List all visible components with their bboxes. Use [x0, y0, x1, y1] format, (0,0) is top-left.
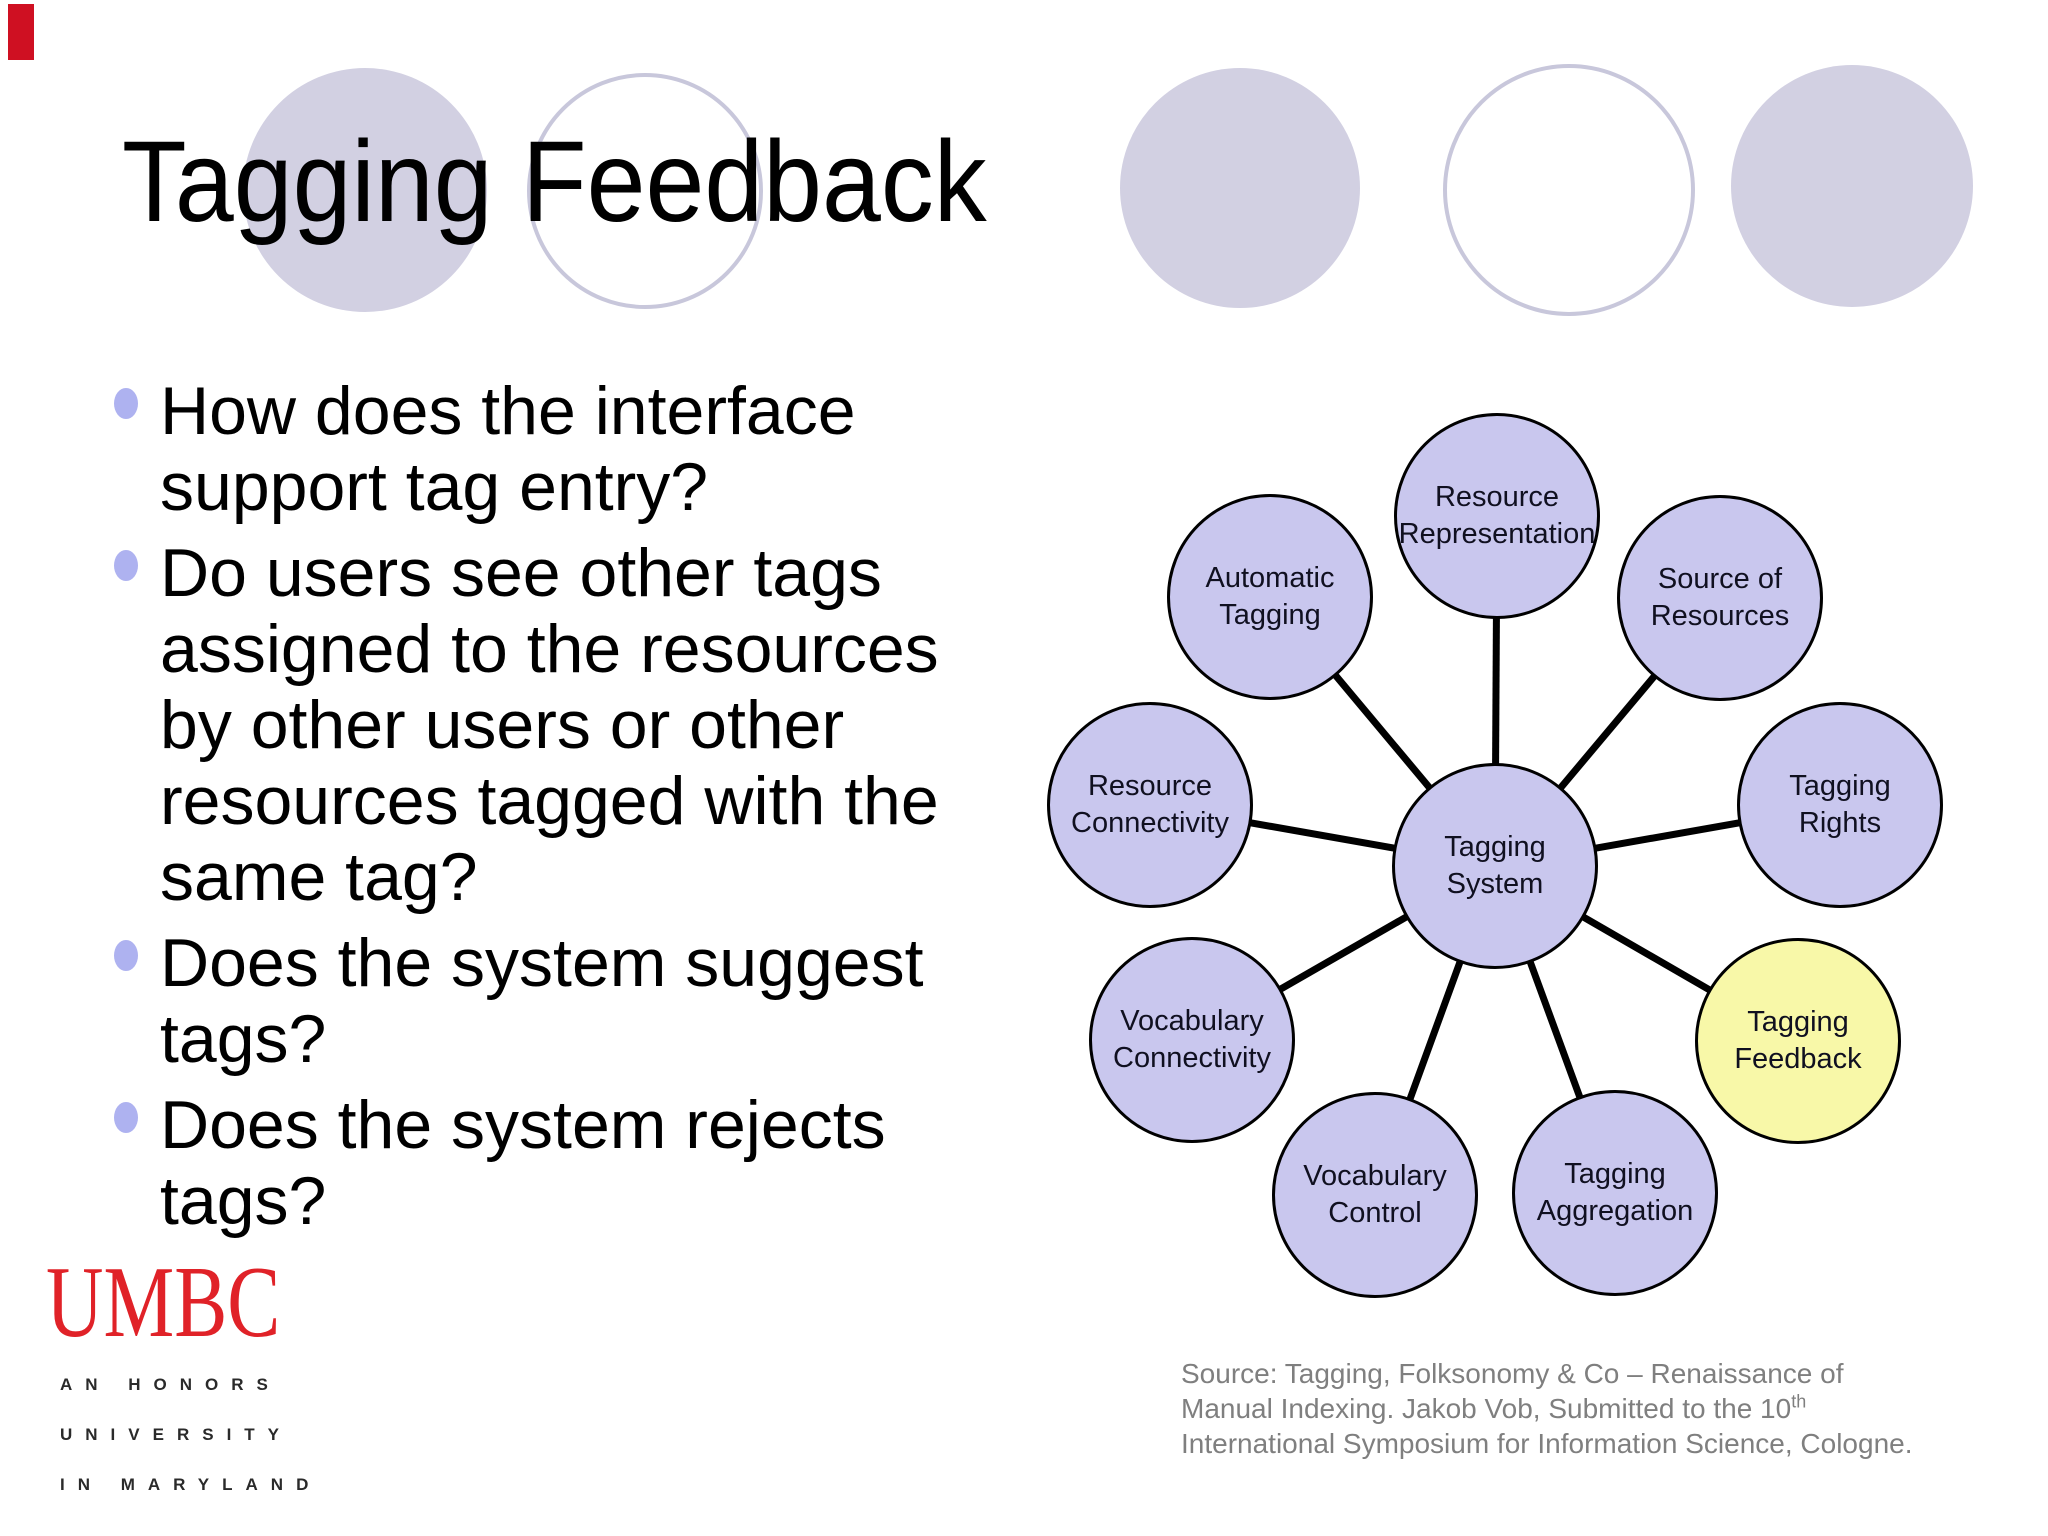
source-line2: Manual Indexing. Jakob Vob, Submitted to… [1181, 1393, 1792, 1424]
decor-circle-filled-1 [243, 68, 487, 312]
bullet-text: How does the interface support tag entry… [160, 373, 856, 525]
node-tagging-system: Tagging System [1392, 763, 1598, 969]
corner-red-bar [8, 4, 34, 60]
bullet-dot-icon [114, 388, 138, 419]
bullet-item: Do users see other tags assigned to the … [114, 535, 1034, 915]
bullet-item: Does the system suggest tags? [114, 925, 1034, 1077]
node-vocabulary-control: Vocabulary Control [1272, 1092, 1478, 1298]
bullet-item: How does the interface support tag entry… [114, 373, 1034, 525]
decor-circle-outline-2 [1443, 64, 1695, 316]
logo-tagline-line3: IN MARYLAND [60, 1475, 322, 1494]
node-tagging-feedback-highlighted: Tagging Feedback [1695, 938, 1901, 1144]
node-source-of-resources: Source of Resources [1617, 495, 1823, 701]
bullet-dot-icon [114, 940, 138, 971]
umbc-wordmark: UMBC [46, 1246, 281, 1359]
node-automatic-tagging: Automatic Tagging [1167, 494, 1373, 700]
node-tagging-aggregation: Tagging Aggregation [1512, 1090, 1718, 1296]
source-citation: Source: Tagging, Folksonomy & Co – Renai… [1181, 1356, 1941, 1461]
slide-title: Tagging Feedback [122, 118, 987, 246]
bullet-text: Does the system suggest tags? [160, 925, 924, 1077]
source-line2-superscript: th [1791, 1391, 1807, 1412]
bullet-list: How does the interface support tag entry… [114, 373, 1034, 1249]
umbc-logo: UMBC AN HONORS UNIVERSITY IN MARYLAND [46, 1246, 346, 1495]
source-line1: Source: Tagging, Folksonomy & Co – Renai… [1181, 1358, 1844, 1389]
node-resource-connectivity: Resource Connectivity [1047, 702, 1253, 908]
logo-tagline-line1: AN HONORS [60, 1375, 281, 1394]
decor-circle-outline-1 [527, 73, 763, 309]
decor-circle-filled-2 [1120, 68, 1360, 308]
bullet-dot-icon [114, 550, 138, 581]
bullet-dot-icon [114, 1102, 138, 1133]
decor-circle-filled-3 [1731, 65, 1973, 307]
bullet-item: Does the system rejects tags? [114, 1087, 1034, 1239]
bullet-text: Does the system rejects tags? [160, 1087, 886, 1239]
logo-tagline-line2: UNIVERSITY [60, 1425, 293, 1444]
node-vocabulary-connectivity: Vocabulary Connectivity [1089, 937, 1295, 1143]
source-line3: International Symposium for Information … [1181, 1428, 1913, 1459]
bullet-text: Do users see other tags assigned to the … [160, 535, 939, 915]
node-resource-representation: Resource Representation [1394, 413, 1600, 619]
node-tagging-rights: Tagging Rights [1737, 702, 1943, 908]
